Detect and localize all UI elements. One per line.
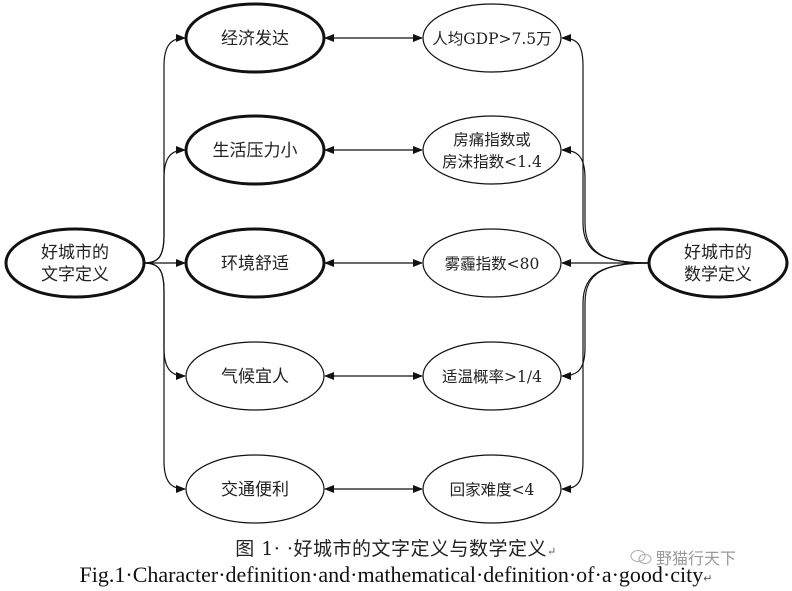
- left-connector: [143, 262, 186, 493]
- text-definition-node: 经济发达: [184, 2, 326, 74]
- math-definition-root-label: 好城市的: [684, 243, 752, 263]
- text-definition-node-label: 生活压力小: [213, 141, 298, 161]
- math-definition-node-label: 人均GDP>7.5万: [432, 30, 551, 48]
- text-definition-root-label: 文字定义: [41, 265, 109, 285]
- caption-english: Fig.1·Character·definition·and·mathemati…: [79, 562, 713, 587]
- text-definition-node: 生活压力小: [184, 114, 326, 186]
- math-definition-node: 适温概率>1/4: [422, 341, 562, 411]
- math-definition-node-ellipse: [422, 341, 562, 411]
- math-definition-node-ellipse: [422, 454, 562, 524]
- text-definition-node-label: 经济发达: [221, 29, 289, 49]
- text-definition-node-label: 环境舒适: [221, 254, 289, 274]
- math-definition-node: 雾霾指数<80: [422, 228, 562, 298]
- math-definition-node-label: 适温概率>1/4: [442, 368, 542, 386]
- return-mark: ↵: [547, 545, 557, 558]
- text-definition-node-ellipse: [185, 454, 325, 524]
- nodes: 好城市的文字定义好城市的数学定义经济发达人均GDP>7.5万生活压力小房痛指数或…: [4, 2, 789, 524]
- watermark: 野猫行天下: [630, 545, 736, 569]
- math-definition-node-ellipse: [422, 228, 562, 298]
- text-definition-node-ellipse: [184, 2, 326, 74]
- text-definition-node: 气候宜人: [185, 341, 325, 411]
- text-definition-root: 好城市的文字定义: [4, 227, 146, 299]
- connectors: [143, 34, 650, 493]
- math-definition-node-ellipse: [422, 115, 562, 185]
- return-mark: ↵: [703, 573, 713, 585]
- math-definition-root-ellipse: [647, 227, 789, 299]
- definition-diagram: 好城市的文字定义好城市的数学定义经济发达人均GDP>7.5万生活压力小房痛指数或…: [4, 2, 789, 524]
- math-definition-node-label: 房沫指数<1.4: [442, 153, 542, 171]
- text-definition-node: 环境舒适: [184, 227, 326, 299]
- wechat-icon: [630, 550, 652, 564]
- right-connector: [561, 262, 650, 493]
- left-connector: [143, 146, 186, 264]
- math-definition-root-label: 数学定义: [684, 265, 752, 285]
- right-connector: [561, 146, 650, 264]
- math-definition-node: 人均GDP>7.5万: [422, 3, 562, 73]
- text-definition-node-ellipse: [184, 227, 326, 299]
- text-definition-root-ellipse: [4, 227, 146, 299]
- text-definition-node-label: 交通便利: [221, 480, 289, 500]
- watermark-text: 野猫行天下: [656, 549, 737, 568]
- caption-chinese: 图 1· ·好城市的文字定义与数学定义↵: [235, 538, 557, 560]
- right-connector: [561, 34, 650, 264]
- text-definition-node-ellipse: [184, 114, 326, 186]
- math-definition-node-label: 房痛指数或: [453, 131, 531, 149]
- text-definition-node-label: 气候宜人: [221, 367, 289, 387]
- math-definition-node: 回家难度<4: [422, 454, 562, 524]
- text-definition-root-label: 好城市的: [41, 243, 109, 263]
- text-definition-node: 交通便利: [185, 454, 325, 524]
- math-definition-node-ellipse: [422, 3, 562, 73]
- text-definition-node-ellipse: [185, 341, 325, 411]
- math-definition-node-label: 雾霾指数<80: [445, 255, 540, 273]
- right-connector: [561, 262, 650, 380]
- math-definition-node-label: 回家难度<4: [450, 481, 535, 499]
